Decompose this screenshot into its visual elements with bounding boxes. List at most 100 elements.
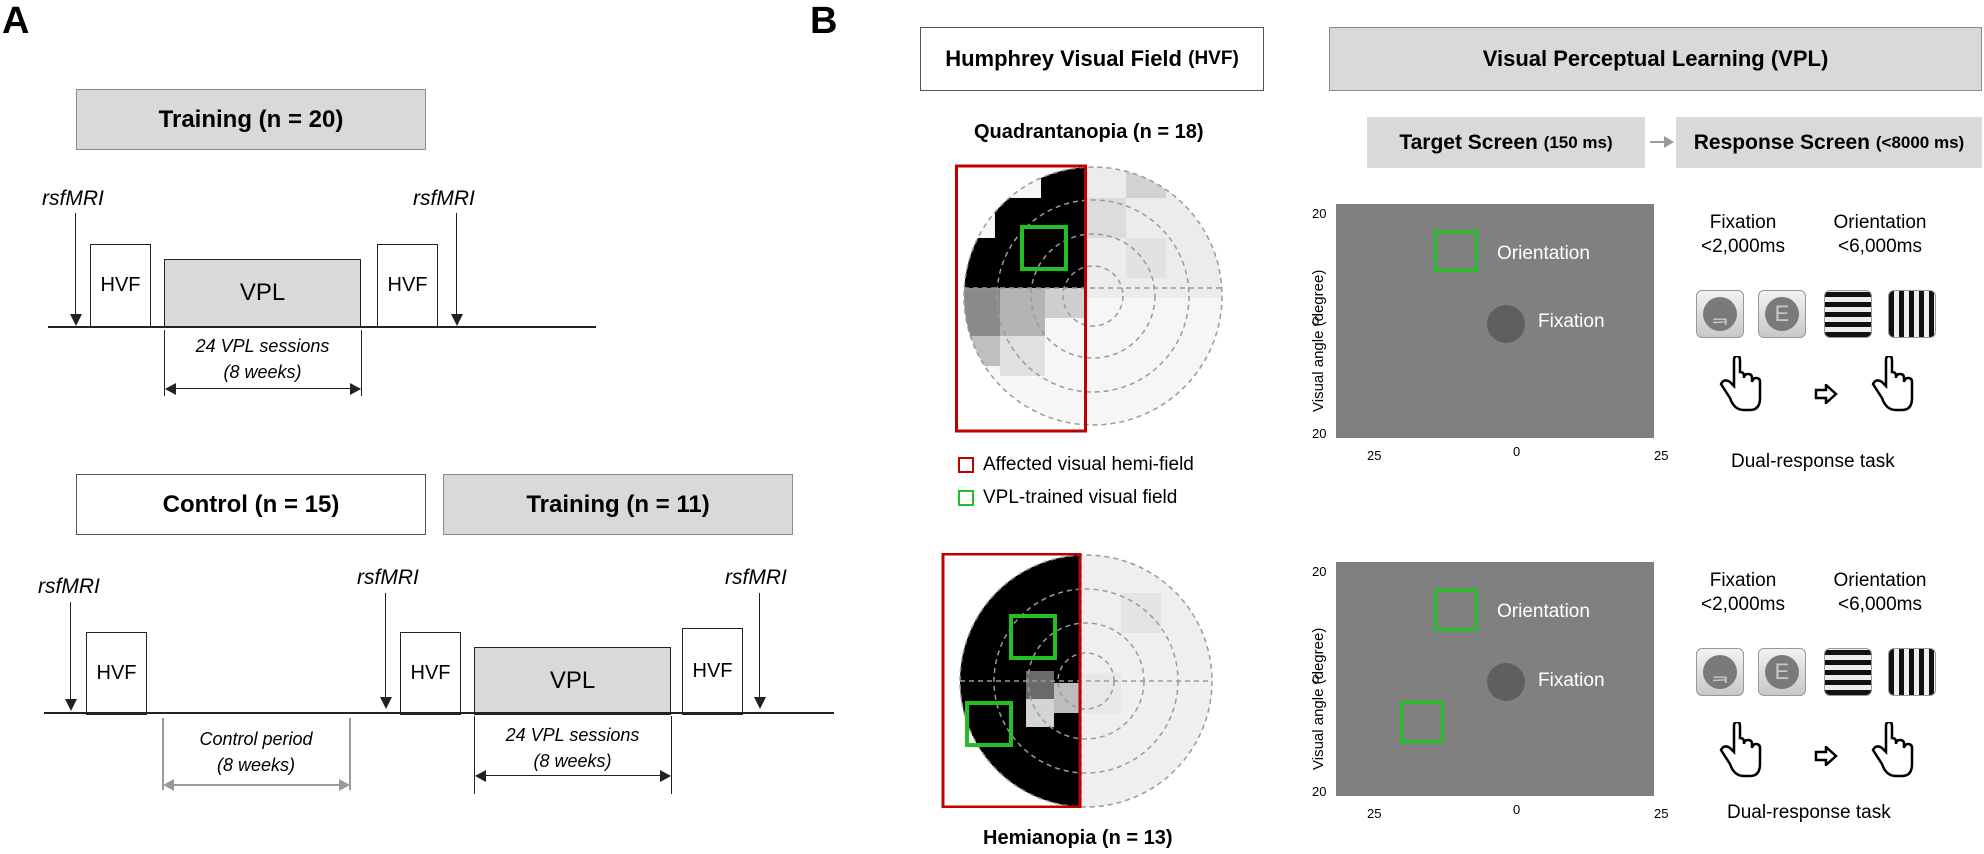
control-bracket-left: [162, 718, 164, 790]
bracket-right: [361, 330, 362, 396]
response-screen-label: Response Screen: [1693, 130, 1871, 154]
y-tick-mid: 0: [1312, 672, 1320, 687]
pointing-hand-icon: [1871, 356, 1914, 412]
arrowhead: [1664, 136, 1674, 148]
sessions-text: 24 VPL sessions: [195, 336, 330, 356]
fixation-label: Fixation: [1538, 670, 1605, 691]
rsfmri-arrow-pre: [75, 213, 76, 317]
arrowhead: [65, 699, 77, 711]
timeline-bottom: [44, 712, 834, 714]
quadrantanopia-label: Quadrantanopia (n = 18): [974, 121, 1204, 143]
hvf-title: Humphrey Visual Field: [945, 46, 1182, 71]
arrowhead: [163, 779, 174, 791]
vpl-sessions-label: 24 VPL sessions (8 weeks): [164, 333, 361, 385]
response-time: (<8000 ms): [1875, 132, 1965, 152]
hvf-box-3: HVF: [682, 628, 743, 715]
orientation-time: <6,000ms: [1838, 594, 1922, 615]
target-screen-header: Target Screen (150 ms): [1367, 117, 1645, 168]
rsfmri-arrow-post: [456, 213, 457, 317]
y-tick-top: 20: [1312, 564, 1327, 579]
key-f-glyph: ᆿ: [1703, 297, 1737, 331]
legend-affected-label: Affected visual hemi-field: [983, 454, 1194, 475]
fixation-dot: [1487, 305, 1525, 343]
vpl-header: Visual Perceptual Learning (VPL): [1329, 27, 1982, 91]
arrowhead: [70, 314, 82, 326]
y-tick-bot: 20: [1312, 426, 1327, 441]
bracket-left: [164, 330, 165, 396]
screen-transition-arrow: [1650, 141, 1668, 143]
rsfmri-arrow-2: [385, 593, 386, 700]
y-tick-bot: 20: [1312, 784, 1327, 799]
hvf-header: Humphrey Visual Field (HVF): [920, 27, 1264, 91]
dual-response-caption: Dual-response task: [1727, 802, 1891, 823]
fixation-hdr: Fixation: [1709, 212, 1777, 233]
hvf-box-2: HVF: [400, 632, 461, 715]
fixation-label: Fixation: [1538, 311, 1605, 332]
legend-affected-swatch: [958, 457, 974, 473]
sessions-text: 24 VPL sessions: [505, 725, 640, 745]
legend-trained-label: VPL-trained visual field: [983, 487, 1178, 508]
pointing-hand-icon: [1871, 722, 1914, 778]
control-period-label: Control period (8 weeks): [161, 726, 351, 778]
arrowhead: [660, 770, 671, 782]
arrowhead: [350, 383, 361, 395]
orientation-target-box: [1434, 230, 1478, 272]
quadrantanopia-field-map: [955, 164, 1223, 433]
key-f-button: ᆿ: [1696, 648, 1744, 696]
x-tick-mid: 0: [1513, 802, 1521, 817]
y-axis-label: Visual angle (degree): [1310, 269, 1327, 412]
key-e-button: E: [1758, 648, 1806, 696]
key-e-button: E: [1758, 290, 1806, 338]
control-bracket-right: [349, 718, 351, 790]
duration-text: (8 weeks): [223, 362, 302, 382]
arrow-right-icon: [1814, 746, 1838, 766]
orientation-target-box-lower: [1400, 701, 1444, 743]
rsfmri-label-1: rsfMRI: [38, 575, 100, 598]
hvf-box-pre: HVF: [90, 244, 151, 327]
hvf-abbr: (HVF): [1188, 48, 1239, 69]
orientation-hdr: Orientation: [1833, 570, 1927, 591]
x-tick-mid: 0: [1513, 444, 1521, 459]
rsfmri-label-post: rsfMRI: [413, 187, 475, 210]
y-axis-label: Visual angle (degree): [1310, 627, 1327, 770]
orientation-label: Orientation: [1497, 243, 1590, 264]
arrowhead: [451, 314, 463, 326]
training-group-header-2: Training (n = 11): [443, 474, 793, 535]
fixation-time: <2,000ms: [1701, 236, 1785, 257]
hemianopia-field-map: [941, 553, 1213, 808]
fixation-time: <2,000ms: [1701, 594, 1785, 615]
vpl-training-box-2: VPL: [474, 647, 671, 715]
hvf-box-post: HVF: [377, 244, 438, 327]
control-group-header: Control (n = 15): [76, 474, 426, 535]
control-duration-arrow: [165, 784, 347, 786]
duration-arrow: [476, 775, 670, 776]
arrowhead: [754, 697, 766, 709]
y-tick-mid: 0: [1312, 314, 1320, 329]
bracket-left: [474, 716, 475, 794]
arrowhead: [475, 770, 486, 782]
x-tick-right: 25: [1654, 806, 1669, 821]
orientation-response-header: Orientation <6,000ms: [1820, 211, 1940, 259]
x-tick-right: 25: [1654, 448, 1669, 463]
key-f-glyph: ᆿ: [1703, 655, 1737, 689]
fixation-response-header: Fixation <2,000ms: [1698, 211, 1788, 259]
response-screen-header: Response Screen (<8000 ms): [1676, 117, 1982, 168]
arrowhead: [339, 779, 350, 791]
arrowhead: [380, 697, 392, 709]
y-tick-top: 20: [1312, 206, 1327, 221]
hvf-box-1: HVF: [86, 632, 147, 715]
rsfmri-label-2: rsfMRI: [357, 566, 419, 589]
arrow-right-icon: [1814, 384, 1838, 404]
control-duration-text: (8 weeks): [216, 755, 296, 775]
arrowhead: [165, 383, 176, 395]
panel-label-b: B: [810, 0, 838, 42]
legend-trained-swatch: [958, 490, 974, 506]
target-time: (150 ms): [1543, 132, 1613, 152]
rsfmri-label-3: rsfMRI: [725, 566, 787, 589]
pointing-hand-icon: [1719, 356, 1762, 412]
fixation-response-header: Fixation <2,000ms: [1698, 569, 1788, 617]
control-period-text: Control period: [199, 729, 313, 749]
orientation-target-box: [1434, 589, 1478, 631]
orientation-time: <6,000ms: [1838, 236, 1922, 257]
horizontal-grating-icon: [1824, 290, 1872, 338]
